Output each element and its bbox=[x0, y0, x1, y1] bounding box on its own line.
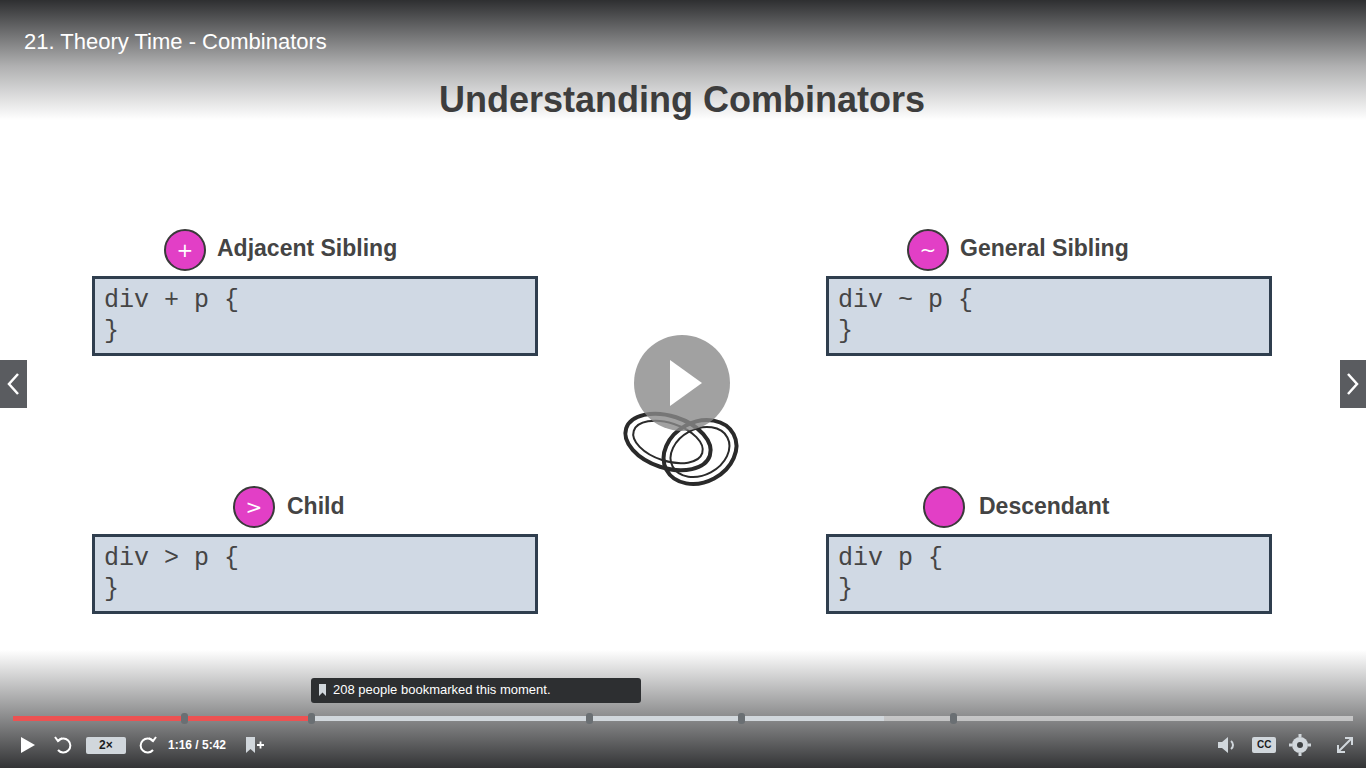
speed-button: 2× bbox=[99, 738, 113, 752]
code-text: div > p { } bbox=[104, 543, 243, 605]
code-text: div ~ p { } bbox=[838, 285, 977, 347]
progress-bar bbox=[13, 713, 1353, 724]
combinator-symbol: ~ bbox=[907, 229, 949, 271]
combinator-heading: Adjacent Sibling bbox=[217, 235, 397, 262]
control-icons bbox=[21, 734, 1352, 756]
lecture-title: 21. Theory Time - Combinators bbox=[24, 29, 327, 55]
combinator-symbol: + bbox=[164, 229, 206, 271]
code-box: Adjacent Siblingdiv + p { } bbox=[92, 276, 538, 356]
play-button bbox=[634, 335, 730, 431]
symbol-text: + bbox=[177, 238, 194, 262]
symbol-text: ~ bbox=[920, 238, 937, 262]
symbol-text: > bbox=[246, 495, 263, 519]
combinator-heading: Child bbox=[287, 493, 345, 520]
bottom-shade bbox=[0, 650, 1366, 768]
next-tab bbox=[1340, 360, 1366, 408]
combinator-symbol: > bbox=[233, 486, 275, 528]
combinator-heading: Descendant bbox=[979, 493, 1109, 520]
descendant-symbol bbox=[924, 487, 964, 527]
code-text: div p { } bbox=[838, 543, 947, 605]
code-box: Childdiv > p { } bbox=[92, 534, 538, 614]
prev-tab bbox=[0, 360, 27, 408]
slide-title: Understanding Combinators bbox=[439, 79, 925, 121]
code-text: div + p { } bbox=[104, 285, 243, 347]
tooltip-text: 208 people bookmarked this moment. bbox=[333, 682, 551, 698]
code-box: General Siblingdiv ~ p { } bbox=[826, 276, 1272, 356]
code-box: Descendantdiv p { } bbox=[826, 534, 1272, 614]
captions-icon: CC bbox=[1257, 739, 1271, 751]
combinator-heading: General Sibling bbox=[960, 235, 1129, 262]
time-display: 1:16 / 5:42 bbox=[168, 738, 226, 752]
top-shade bbox=[0, 0, 1366, 120]
bookmark-tooltip bbox=[311, 678, 641, 703]
